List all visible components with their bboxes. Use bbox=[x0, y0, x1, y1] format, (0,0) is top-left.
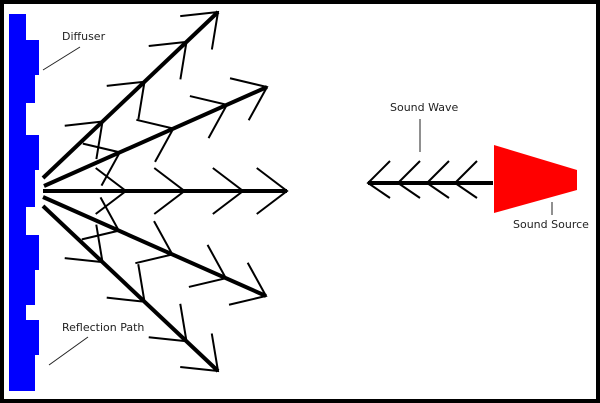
wavefront-chevron bbox=[148, 303, 188, 343]
wavefront-chevron bbox=[189, 95, 229, 139]
wavefront-chevron bbox=[135, 220, 174, 265]
wavefront-chevron bbox=[106, 80, 146, 120]
wavefront-chevron bbox=[153, 167, 187, 215]
reflection-rays bbox=[41, 10, 289, 373]
wavefront-chevron bbox=[136, 118, 175, 163]
sound-source-speaker bbox=[494, 145, 577, 213]
diffuser-panel bbox=[9, 235, 39, 270]
reflection-path-label: Reflection Path bbox=[62, 321, 145, 334]
reflection-ray bbox=[43, 77, 269, 188]
wavefront-chevron bbox=[81, 196, 121, 241]
diffuser-panel bbox=[9, 305, 26, 320]
wavefront-chevron bbox=[453, 160, 478, 199]
ray-line bbox=[43, 85, 268, 188]
diffuser-panel bbox=[9, 270, 35, 305]
wavefront-chevron bbox=[180, 10, 220, 50]
diffuser-panel bbox=[9, 207, 26, 235]
wavefront-chevron bbox=[106, 264, 146, 303]
wavefront-chevron bbox=[212, 167, 245, 215]
ray-line bbox=[41, 204, 220, 373]
wavefront-chevron bbox=[82, 142, 122, 187]
reflection-ray bbox=[41, 204, 220, 373]
reflection-ray bbox=[41, 10, 220, 180]
sound-wave bbox=[366, 160, 493, 199]
diffuser-panel bbox=[9, 170, 35, 207]
diffuser-panel bbox=[9, 75, 35, 103]
diffuser bbox=[9, 14, 39, 391]
wavefront-chevron bbox=[64, 224, 104, 264]
wavefront-chevron bbox=[188, 244, 228, 288]
wavefront-chevron bbox=[228, 262, 268, 306]
diffuser-panel bbox=[9, 40, 39, 75]
diffuser-panel bbox=[9, 355, 35, 391]
wavefront-chevron bbox=[366, 160, 391, 199]
ray-line bbox=[41, 10, 220, 180]
wavefront-chevron bbox=[229, 77, 269, 121]
diffuser-panel bbox=[9, 135, 39, 170]
ray-line bbox=[42, 195, 267, 298]
wavefront-chevron bbox=[396, 160, 421, 199]
diffuser-panel bbox=[9, 14, 26, 40]
sound-source-label: Sound Source bbox=[513, 218, 589, 231]
wavefront-chevron bbox=[425, 160, 450, 199]
diffuser-panel bbox=[9, 320, 39, 355]
reflection-ray bbox=[43, 167, 289, 215]
wavefront-chevron bbox=[256, 167, 289, 215]
sound-wave-label: Sound Wave bbox=[390, 101, 459, 114]
reflection-path-leader-line bbox=[48, 336, 89, 366]
reflection-ray bbox=[42, 195, 268, 306]
diffuser-panel bbox=[9, 103, 26, 135]
diffuser-label: Diffuser bbox=[62, 30, 106, 43]
diffuser-leader-line bbox=[42, 46, 81, 71]
wavefront-chevron bbox=[180, 333, 220, 373]
wavefront-chevron bbox=[148, 40, 188, 80]
